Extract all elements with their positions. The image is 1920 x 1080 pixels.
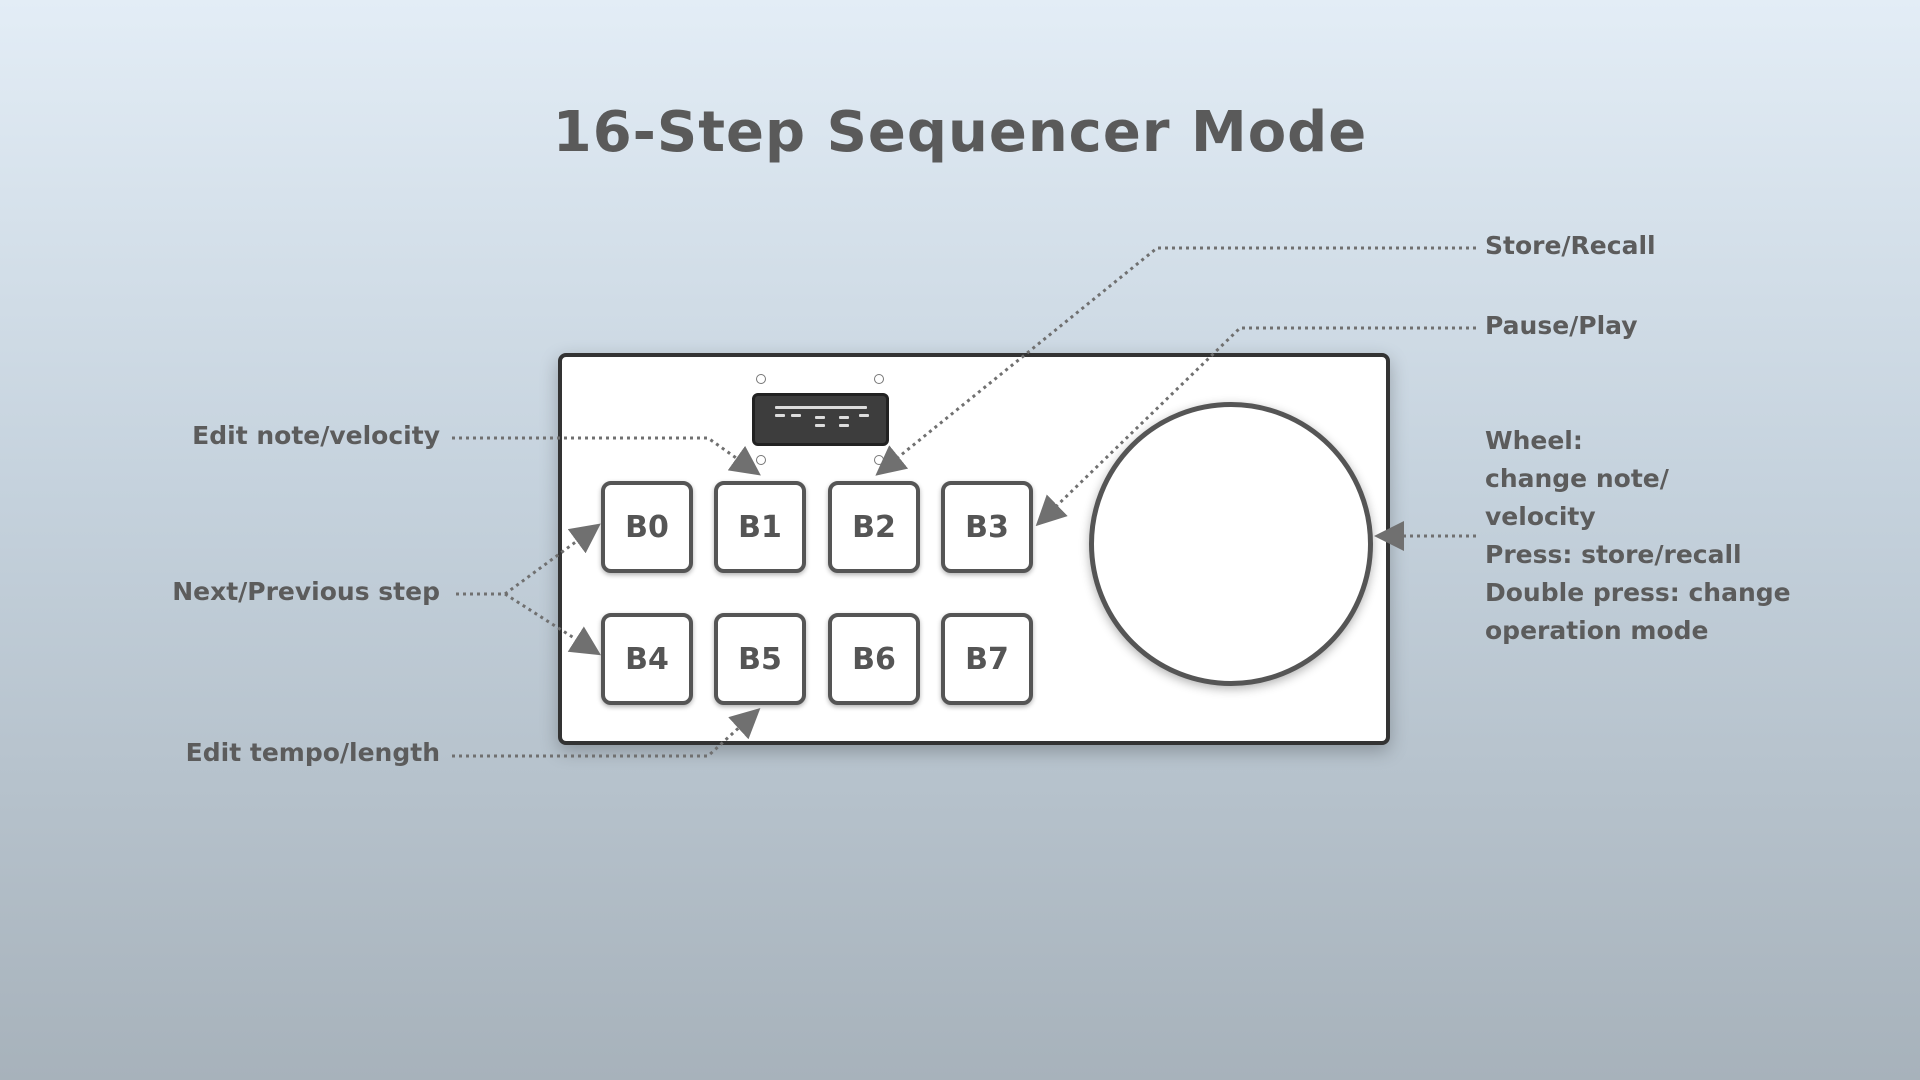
button-b4[interactable]: B4 [601, 613, 693, 705]
label-store-recall: Store/Recall [1485, 231, 1656, 260]
label-edit-note-velocity: Edit note/velocity [192, 421, 440, 450]
button-b3[interactable]: B3 [941, 481, 1033, 573]
screw-top-left [756, 374, 766, 384]
label-pause-play: Pause/Play [1485, 311, 1638, 340]
diagram-title: 16-Step Sequencer Mode [552, 100, 1368, 165]
button-b5[interactable]: B5 [714, 613, 806, 705]
button-b7[interactable]: B7 [941, 613, 1033, 705]
leader-edit-note [452, 436, 761, 476]
leader-store-recall [875, 246, 1476, 476]
button-b0[interactable]: B0 [601, 481, 693, 573]
screw-top-right [874, 374, 884, 384]
label-next-previous-step: Next/Previous step [172, 577, 440, 606]
wheel-desc-line-6: operation mode [1485, 616, 1709, 645]
wheel-desc-line-5: Double press: change [1485, 578, 1791, 607]
wheel-desc-line-3: velocity [1485, 502, 1596, 531]
wheel-desc-line-2: change note/ [1485, 464, 1669, 493]
leader-pause-play [1035, 326, 1476, 527]
button-b2[interactable]: B2 [828, 481, 920, 573]
display-screen [752, 393, 889, 446]
rotary-wheel[interactable] [1089, 402, 1373, 686]
label-wheel-description: Wheel: change note/ velocity Press: stor… [1485, 422, 1791, 650]
wheel-desc-line-1: Wheel: [1485, 426, 1583, 455]
leader-edit-tempo [452, 707, 761, 758]
button-b1[interactable]: B1 [714, 481, 806, 573]
label-edit-tempo-length: Edit tempo/length [185, 738, 440, 767]
button-b6[interactable]: B6 [828, 613, 920, 705]
leader-next-step-down [504, 592, 602, 656]
leader-next-step-up [456, 523, 601, 596]
wheel-desc-line-4: Press: store/recall [1485, 540, 1742, 569]
